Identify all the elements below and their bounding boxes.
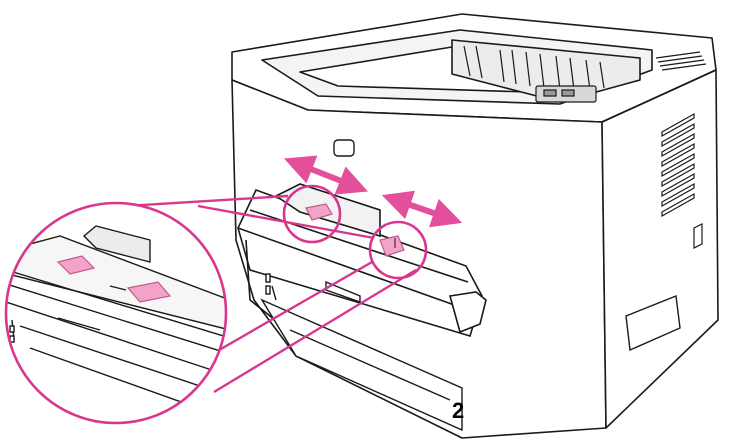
paper-guide-icon	[126, 281, 172, 303]
tray-number-label: 2	[452, 398, 465, 423]
callout-circle	[282, 184, 342, 244]
rear-slots	[463, 45, 605, 103]
double-arrow-icon	[381, 190, 463, 228]
side-port	[693, 223, 703, 249]
top-vents	[655, 51, 707, 71]
paper-guide-icon	[56, 255, 96, 275]
logo-icon	[333, 139, 355, 157]
magnifier-callout	[4, 201, 228, 425]
side-vents	[661, 112, 695, 218]
callout-circle	[368, 220, 428, 280]
double-arrow-icon	[284, 155, 368, 195]
side-handle	[625, 295, 681, 352]
paper-guide-icon	[379, 235, 405, 257]
paper-guide-icon	[305, 203, 333, 221]
